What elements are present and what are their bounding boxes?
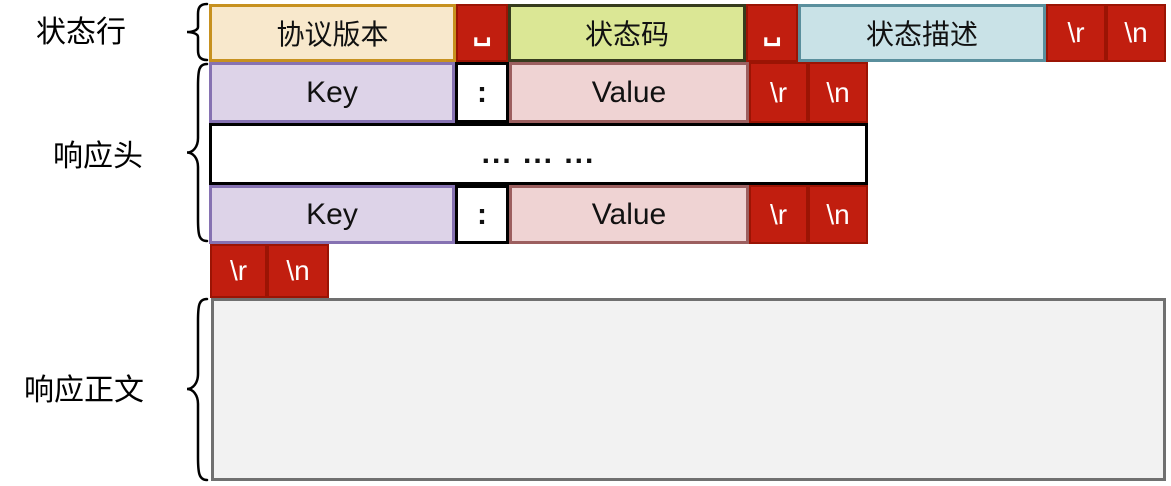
ellipsis-box: ... ... ... [209, 123, 868, 185]
space-delimiter-box: ␣ [746, 4, 798, 62]
carriage-return-box: \r [749, 62, 808, 123]
more-headers-row: ... ... ... [209, 123, 868, 185]
status-code-box: 状态码 [508, 4, 746, 62]
section-label-response-headers: 响应头 [53, 140, 143, 173]
blank-line-crlf-row: \r \n [210, 244, 329, 298]
header-row: Key : Value \r \n [209, 62, 868, 123]
header-value-box: Value [509, 185, 749, 244]
curly-brace-status-line-icon [186, 2, 209, 62]
protocol-version-box: 协议版本 [209, 4, 456, 62]
response-body-box [211, 298, 1166, 481]
carriage-return-box: \r [749, 185, 808, 244]
line-feed-box: \n [808, 62, 868, 123]
carriage-return-box: \r [1046, 4, 1106, 62]
header-key-box: Key [209, 185, 455, 244]
curly-brace-response-body-icon [186, 297, 209, 482]
line-feed-box: \n [267, 244, 329, 298]
space-delimiter-box: ␣ [456, 4, 508, 62]
section-label-response-body: 响应正文 [24, 374, 144, 407]
curly-brace-response-headers-icon [186, 62, 209, 243]
header-value-box: Value [509, 62, 749, 123]
line-feed-box: \n [808, 185, 868, 244]
status-desc-box: 状态描述 [798, 4, 1046, 62]
colon-box: : [455, 62, 509, 123]
header-row: Key : Value \r \n [209, 185, 868, 244]
line-feed-box: \n [1106, 4, 1166, 62]
carriage-return-box: \r [210, 244, 267, 298]
status-line-row: 协议版本 ␣ 状态码 ␣ 状态描述 \r \n [209, 4, 1166, 62]
section-label-status-line: 状态行 [36, 16, 126, 49]
colon-box: : [455, 185, 509, 244]
header-key-box: Key [209, 62, 455, 123]
